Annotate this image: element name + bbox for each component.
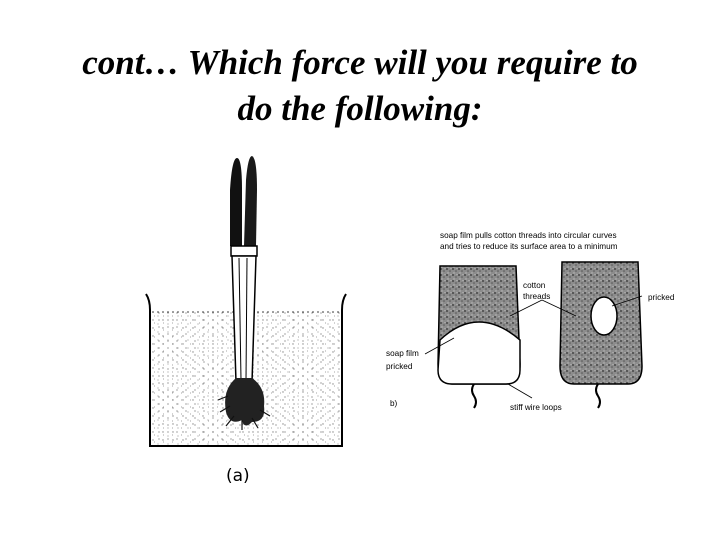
- left-wire-loop: [437, 265, 521, 409]
- figure-a-label: (a): [226, 466, 250, 486]
- soap-film-pricked-label: pricked: [386, 362, 413, 371]
- slide-title: cont… Which force will you require to do…: [0, 40, 720, 132]
- caption-line-1: soap film pulls cotton threads into circ…: [440, 231, 617, 240]
- threads-label: threads: [523, 292, 550, 301]
- paintbrush: [217, 156, 271, 430]
- wire-loops-label: stiff wire loops: [510, 403, 562, 412]
- title-line-1: cont… Which force will you require to: [82, 43, 638, 82]
- right-wire-loop: [559, 261, 643, 409]
- cotton-label: cotton: [523, 281, 546, 290]
- title-line-2: do the following:: [237, 89, 483, 128]
- brush-in-water-illustration: [145, 156, 347, 447]
- soap-film-label: soap film: [386, 349, 419, 358]
- panel-b-label: b): [390, 399, 398, 408]
- caption-line-2: and tries to reduce its surface area to …: [440, 242, 618, 251]
- soap-film-illustration: soap film pulls cotton threads into circ…: [386, 231, 675, 412]
- pricked-right-label: pricked: [648, 293, 675, 302]
